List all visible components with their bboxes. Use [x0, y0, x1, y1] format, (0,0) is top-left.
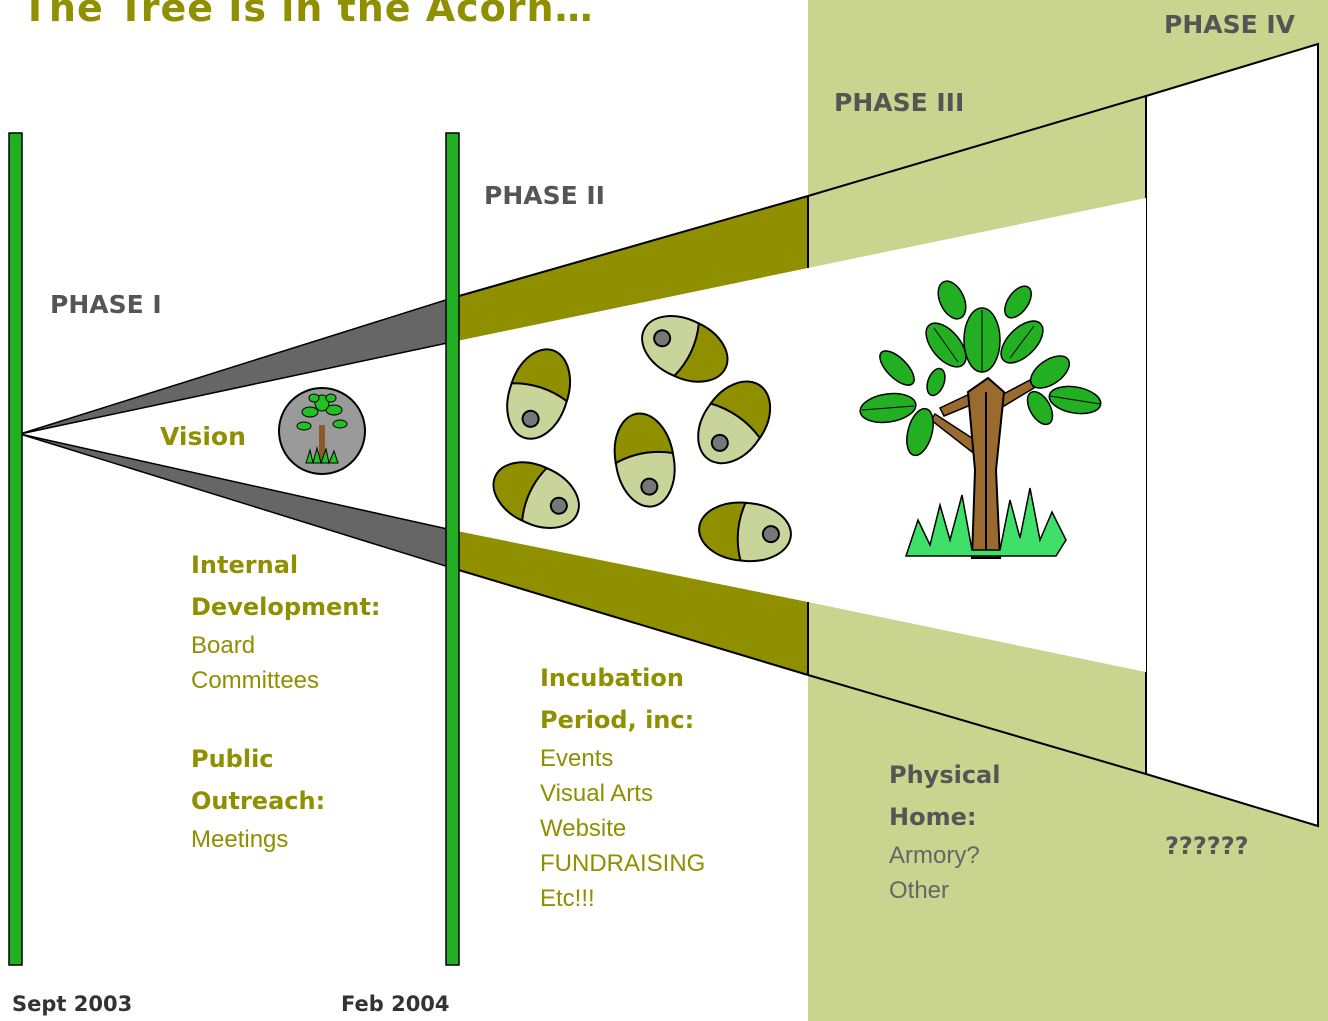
incubation-item: Visual Arts: [540, 780, 653, 807]
incubation-item: FUNDRAISING: [540, 850, 706, 877]
acorn-icon: [506, 348, 571, 440]
timeline-bar-feb-2004: [445, 132, 460, 966]
phase2-block: Incubation Period, inc: Events Visual Ar…: [540, 657, 705, 916]
internal-item-committees: Committees: [191, 667, 320, 694]
phase-2-label: PHASE II: [484, 181, 605, 210]
incubation-header-line2: Period, inc:: [540, 706, 695, 734]
physical-home-item: Other: [889, 877, 950, 904]
phase2-upper-band: [452, 196, 808, 342]
acorn-icon: [641, 315, 729, 383]
phase4-unknown-text: ??????: [1165, 832, 1249, 860]
physical-home-item: Armory?: [889, 842, 980, 869]
outreach-item-meetings: Meetings: [191, 826, 289, 853]
phase1-outreach-block: Public Outreach: Meetings: [191, 738, 325, 857]
date-start: Sept 2003: [12, 992, 133, 1016]
physical-home-header-line2: Home:: [889, 803, 977, 831]
acorn-icon: [698, 501, 792, 563]
physical-home-header-line1: Physical: [889, 761, 1001, 789]
phase4-funnel: [1145, 42, 1319, 828]
phase-4-label: PHASE IV: [1164, 10, 1296, 39]
incubation-item: Events: [540, 745, 614, 772]
phase3-block: Physical Home: Armory? Other: [889, 754, 1000, 908]
page-title: The Tree Is in the Acorn…: [22, 0, 594, 30]
phase-3-label: PHASE III: [834, 88, 965, 117]
internal-header-line1: Internal: [191, 551, 299, 579]
vision-tree-icon: [278, 387, 366, 475]
phase2-lower-band: [452, 530, 808, 675]
acorn-icon: [613, 412, 676, 508]
phase1-internal-block: Internal Development: Board Committees: [191, 544, 380, 698]
vision-label: Vision: [160, 422, 246, 451]
internal-header-line2: Development:: [191, 593, 381, 621]
timeline-bar-sept-2003: [8, 132, 23, 966]
internal-item-board: Board: [191, 632, 256, 659]
phase-1-label: PHASE I: [50, 290, 162, 319]
incubation-item: Website: [540, 815, 627, 842]
outreach-header-line1: Public: [191, 745, 274, 773]
date-mid: Feb 2004: [341, 992, 450, 1016]
acorn-icon: [697, 380, 772, 465]
outreach-header-line2: Outreach:: [191, 787, 326, 815]
acorn-icon: [492, 461, 580, 529]
incubation-header-line1: Incubation: [540, 664, 684, 692]
tree-icon: [859, 280, 1102, 559]
incubation-item: Etc!!!: [540, 885, 595, 912]
